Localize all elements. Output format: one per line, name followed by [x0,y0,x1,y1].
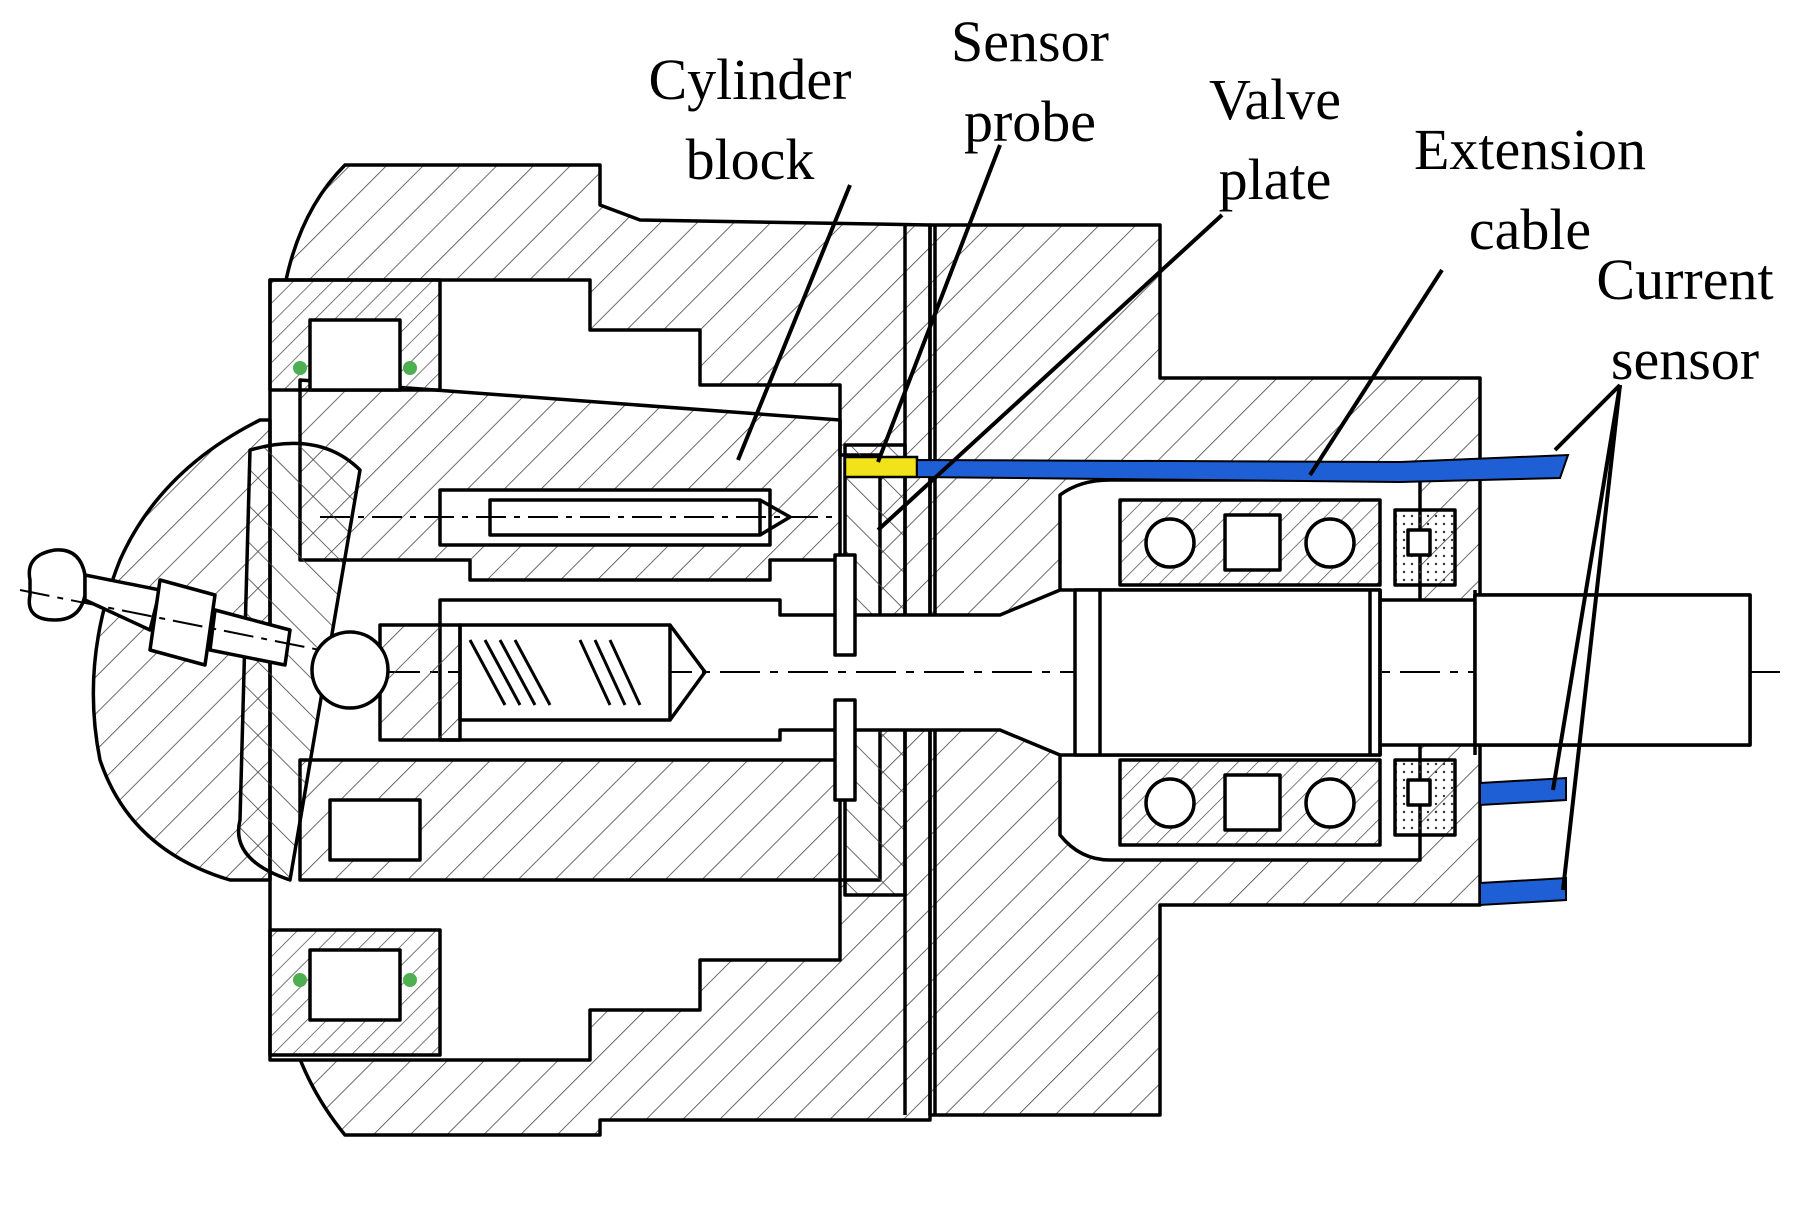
label-cylinder-block: Cylinder block [620,40,880,200]
label-valve-plate: Valve plate [1170,60,1380,220]
leader-current-sensor-a [1553,383,1622,452]
label-valve-plate-line2: plate [1218,147,1332,212]
label-valve-plate-line1: Valve [1208,67,1342,132]
spring-chamber [458,623,672,722]
leader-valve-plate [876,213,1224,532]
shaft-seal-bottom [1393,758,1457,837]
leader-sensor-probe [876,144,1002,463]
current-sensor-lead-2 [1479,876,1567,907]
label-cylinder-block-line1: Cylinder [648,47,852,112]
sensor-probe [843,455,919,479]
label-sensor-probe-line2: probe [963,89,1097,154]
label-cylinder-block-line2: block [685,127,815,192]
leader-extension-cable [1308,268,1444,477]
swash-plate [236,441,362,882]
adjust-rod [27,548,87,622]
ball-joint [310,630,390,710]
leader-current-sensor-c [1561,384,1622,891]
leader-cylinder-block [736,184,852,461]
shaft-end [1473,593,1752,747]
label-current-sensor-line1: Current [1596,247,1774,312]
label-current-sensor-line2: sensor [1610,327,1760,392]
label-sensor-probe: Sensor probe [920,2,1140,162]
label-sensor-probe-line1: Sensor [951,9,1109,74]
label-extension-cable-line1: Extension [1414,117,1646,182]
label-current-sensor: Current sensor [1570,240,1800,400]
current-sensor-lead-1 [1479,776,1567,807]
extension-cable [916,453,1570,484]
label-extension-cable: Extension cable [1385,110,1675,270]
leader-current-sensor-b [1551,384,1622,791]
label-extension-cable-line2: cable [1468,197,1592,262]
